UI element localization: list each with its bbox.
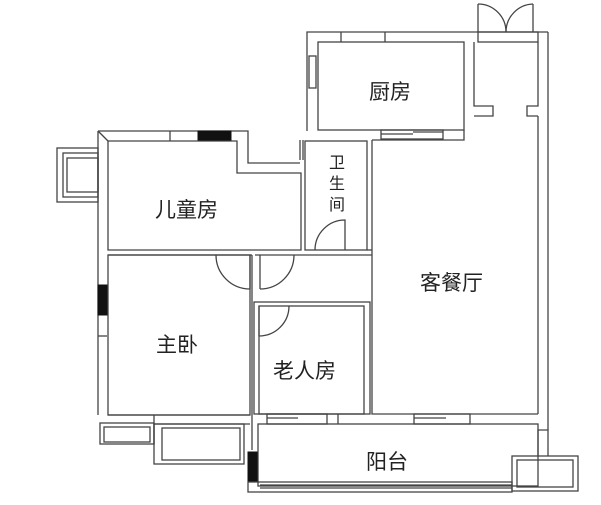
children-room-walls — [56, 130, 302, 251]
room-label-living-dining: 客餐厅 — [420, 271, 483, 295]
kitchen-walls — [306, 31, 548, 141]
bathroom-walls — [299, 140, 372, 251]
balcony-walls — [247, 423, 579, 493]
entry-door — [473, 3, 539, 117]
room-label-elderly-room: 老人房 — [273, 359, 336, 383]
room-label-bathroom: 卫生间 — [328, 153, 345, 214]
room-label-kitchen: 厨房 — [369, 80, 411, 104]
master-bedroom-walls — [99, 254, 253, 465]
room-label-master-bedroom: 主卧 — [156, 333, 198, 357]
room-label-children-room: 儿童房 — [155, 198, 218, 222]
room-label-balcony: 阳台 — [366, 450, 408, 474]
